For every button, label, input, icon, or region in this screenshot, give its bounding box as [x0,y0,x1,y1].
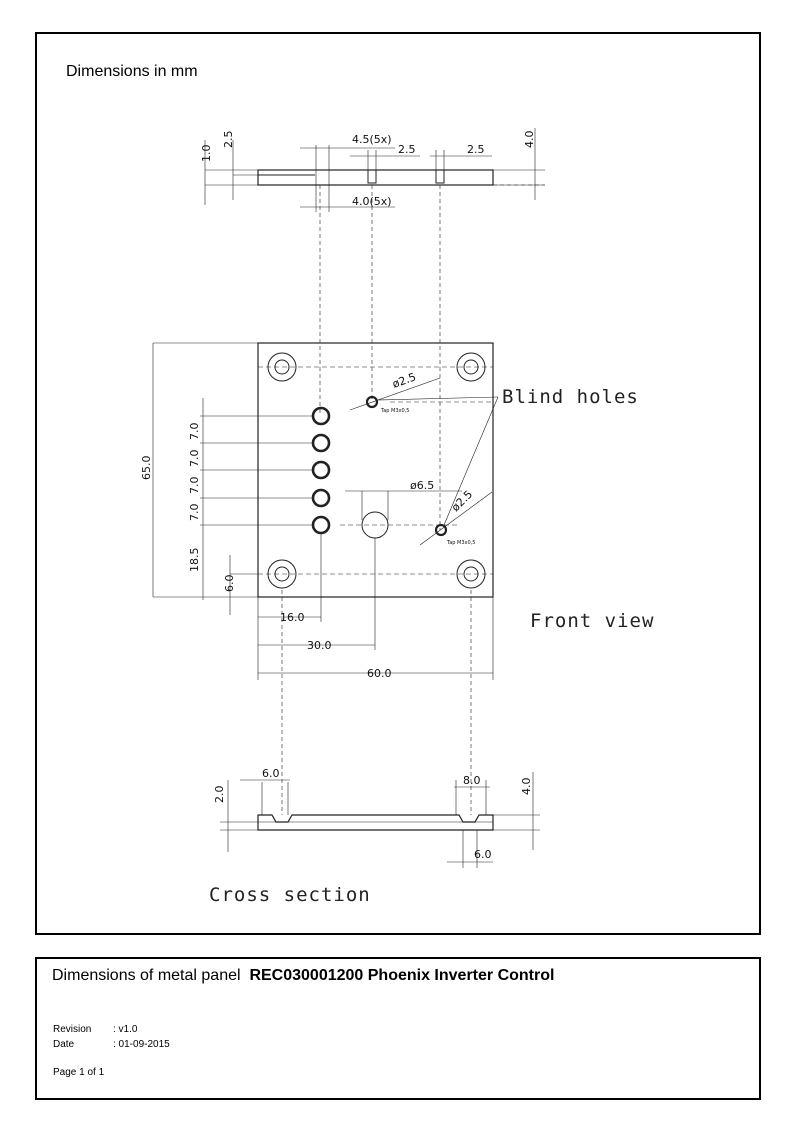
dim-2-5-right: 2.5 [467,143,485,156]
front-view [152,342,499,680]
title-prefix: Dimensions of metal panel [52,967,241,984]
date-value: : 01-09-2015 [113,1039,170,1050]
cross-section-label: Cross section [209,884,371,906]
dim-8-0: 8.0 [463,774,481,787]
dim-2-5-mid: 2.5 [398,143,416,156]
page-number: Page 1 of 1 [53,1067,105,1078]
dim-6-0-left: 6.0 [223,575,236,593]
front-view-label: Front view [530,610,654,632]
blind-holes-label: Blind holes [502,386,639,408]
dim-6-0-cs-left: 6.0 [262,767,280,780]
dim-2-5-left: 2.5 [222,131,235,149]
tap-note-right: Tap M3x0,5 [446,540,475,546]
cross-section [220,772,540,868]
dim-60-0: 60.0 [367,667,392,680]
dim-pitch-3: 7.0 [188,477,201,495]
dim-4-0-right: 4.0 [523,131,536,149]
dim-pitch-4: 7.0 [188,504,201,522]
dim-4-0-5x: 4.0(5x) [352,195,392,208]
units-note: Dimensions in mm [66,63,198,80]
technical-drawing: 1.0 2.5 4.5(5x) 2.5 2.5 4.0 4.0(5x) 65.0… [140,128,654,906]
dim-6-0-cs-right: 6.0 [474,848,492,861]
top-view [204,128,545,212]
dim-pitch-2: 7.0 [188,450,201,468]
date-row: Date : 01-09-2015 [53,1039,170,1050]
part-number: REC030001200 Phoenix Inverter Control [249,967,555,984]
revision-label: Revision [53,1024,92,1035]
dim-1-0: 1.0 [200,145,213,163]
dim-4-0-cs: 4.0 [520,778,533,796]
dim-16-0: 16.0 [280,611,305,624]
dim-dia-2-5-top: ø2.5 [391,370,418,391]
revision-row: Revision : v1.0 [53,1024,137,1035]
projection-lines [281,184,545,815]
drawing-frame [35,32,761,935]
dim-2-0: 2.0 [213,786,226,804]
dim-dia-2-5-right: ø2.5 [449,488,475,514]
revision-value: : v1.0 [113,1024,138,1035]
date-label: Date [53,1039,75,1050]
top-view-labels: 1.0 2.5 4.5(5x) 2.5 2.5 4.0 4.0(5x) [200,131,536,209]
dim-pitch-1: 7.0 [188,423,201,441]
dim-30-0: 30.0 [307,639,332,652]
dim-65-0: 65.0 [140,456,153,481]
dim-dia-6-5: ø6.5 [410,479,434,492]
title-block [35,957,761,1100]
tap-note-top: Tap M3x0,5 [380,408,409,414]
cross-section-labels: 6.0 8.0 2.0 4.0 6.0 Cross section [209,767,533,906]
dim-18-5: 18.5 [188,548,201,573]
dim-4-5-5x: 4.5(5x) [352,133,392,146]
document-title: Dimensions of metal panel REC030001200 P… [52,967,554,985]
